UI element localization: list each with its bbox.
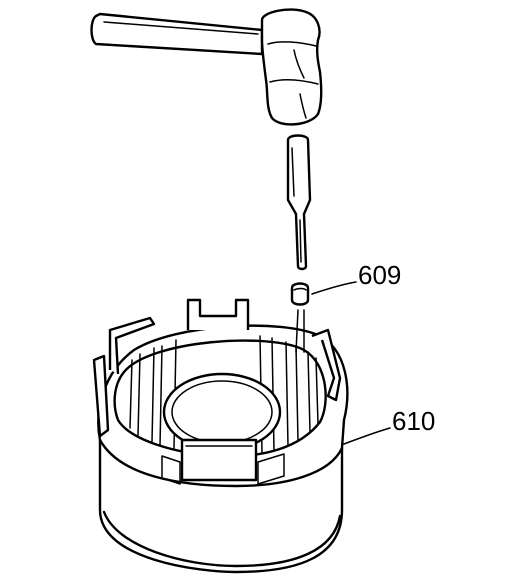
hammer-head — [260, 8, 323, 126]
housing-hub — [162, 372, 282, 452]
clutch-housing — [92, 298, 349, 574]
housing-tab-far-left — [92, 354, 110, 438]
housing-front-notch — [180, 438, 258, 482]
pin-body — [290, 282, 310, 306]
punch-body — [286, 134, 312, 271]
roll-pin — [290, 282, 310, 306]
hammer — [90, 8, 323, 126]
housing-inner-wall — [113, 339, 327, 458]
drift-punch — [286, 134, 312, 271]
leader-line-609 — [311, 281, 357, 295]
housing-tab-right — [311, 328, 342, 402]
pin-guide-line — [295, 309, 305, 353]
hammer-handle — [90, 12, 264, 56]
housing-tab-left — [108, 316, 156, 375]
callout-label-610: 610 — [392, 406, 435, 436]
callout-label-609: 609 — [358, 260, 401, 290]
leader-line-610 — [343, 427, 391, 445]
housing-tab-center — [186, 298, 250, 330]
